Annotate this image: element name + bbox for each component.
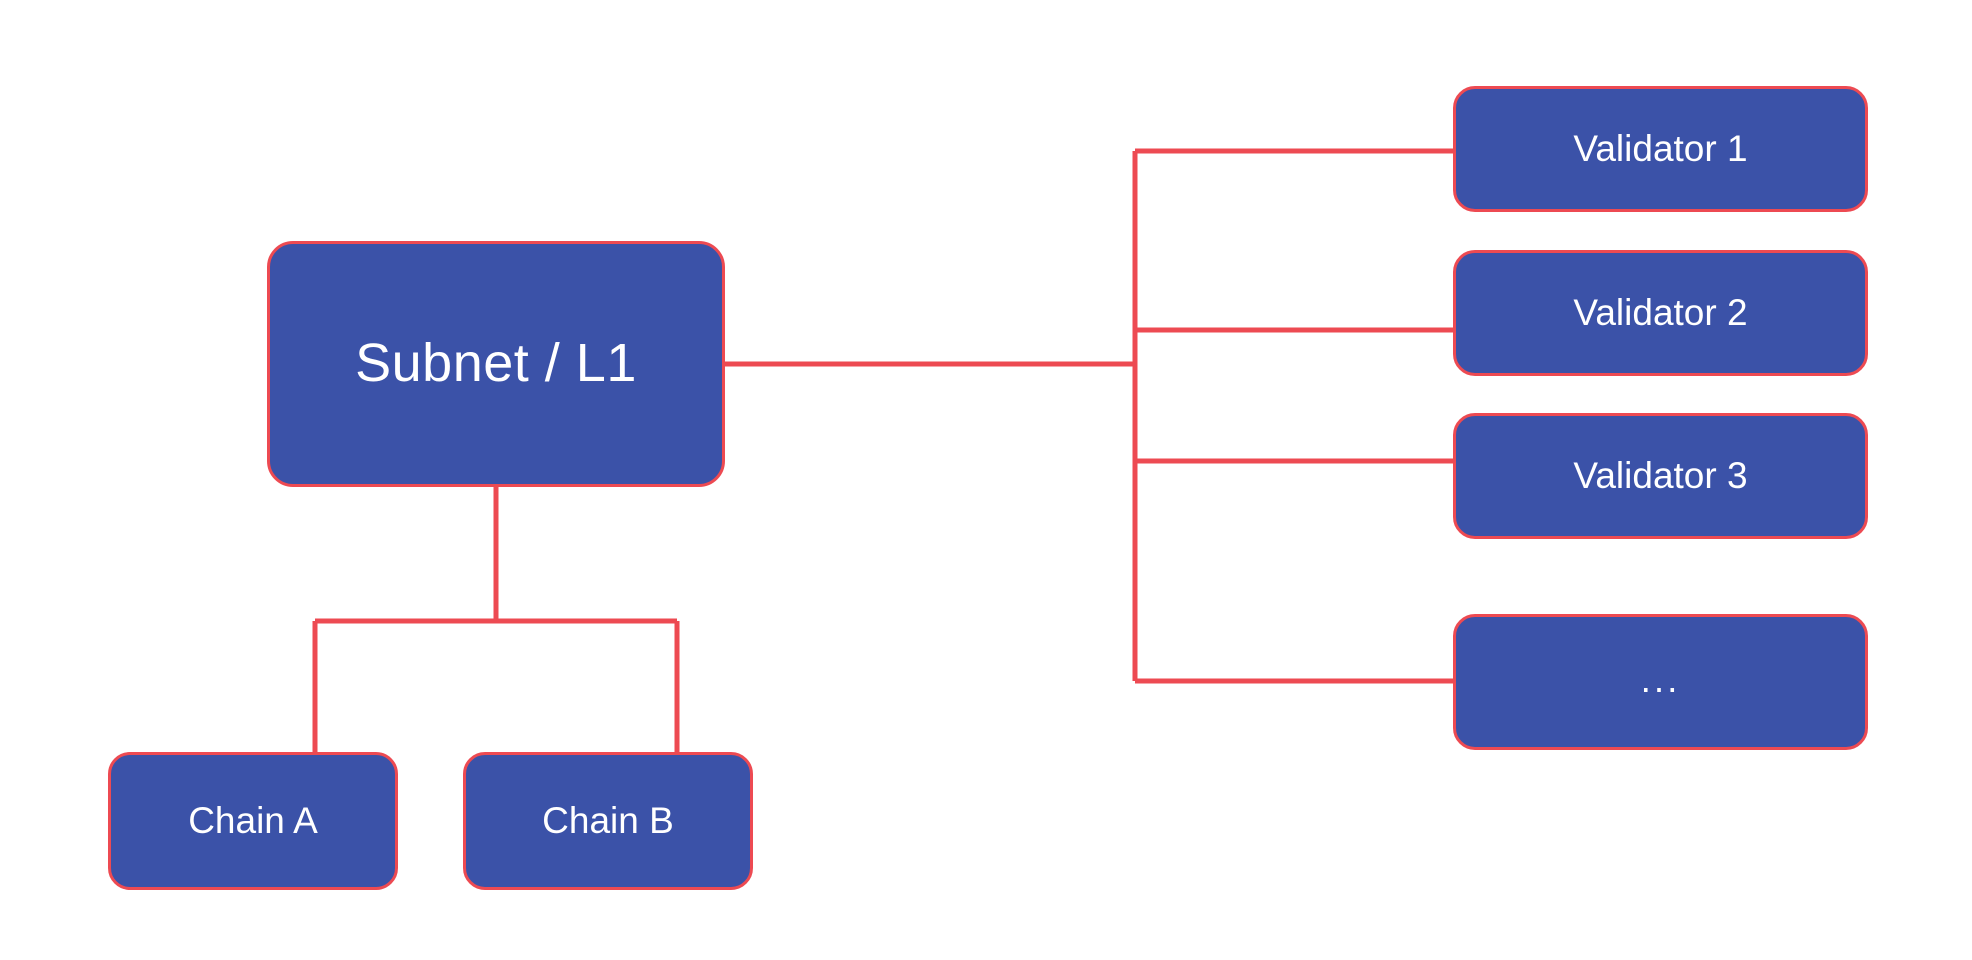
node-validator-2-label: Validator 2 (1573, 291, 1748, 333)
node-chain-b-label: Chain B (542, 799, 674, 841)
node-subnet-l1[interactable]: Subnet / L1 (267, 241, 725, 487)
node-validator-more[interactable]: ... (1453, 614, 1868, 750)
node-subnet-l1-label: Subnet / L1 (355, 333, 637, 394)
node-validator-3[interactable]: Validator 3 (1453, 413, 1868, 539)
node-validator-more-label: ... (1640, 658, 1681, 700)
node-chain-a-label: Chain A (188, 799, 318, 841)
node-chain-b[interactable]: Chain B (463, 752, 753, 890)
node-validator-3-label: Validator 3 (1573, 454, 1748, 496)
node-validator-2[interactable]: Validator 2 (1453, 250, 1868, 376)
node-validator-1-label: Validator 1 (1573, 127, 1748, 169)
node-chain-a[interactable]: Chain A (108, 752, 398, 890)
node-validator-1[interactable]: Validator 1 (1453, 86, 1868, 212)
